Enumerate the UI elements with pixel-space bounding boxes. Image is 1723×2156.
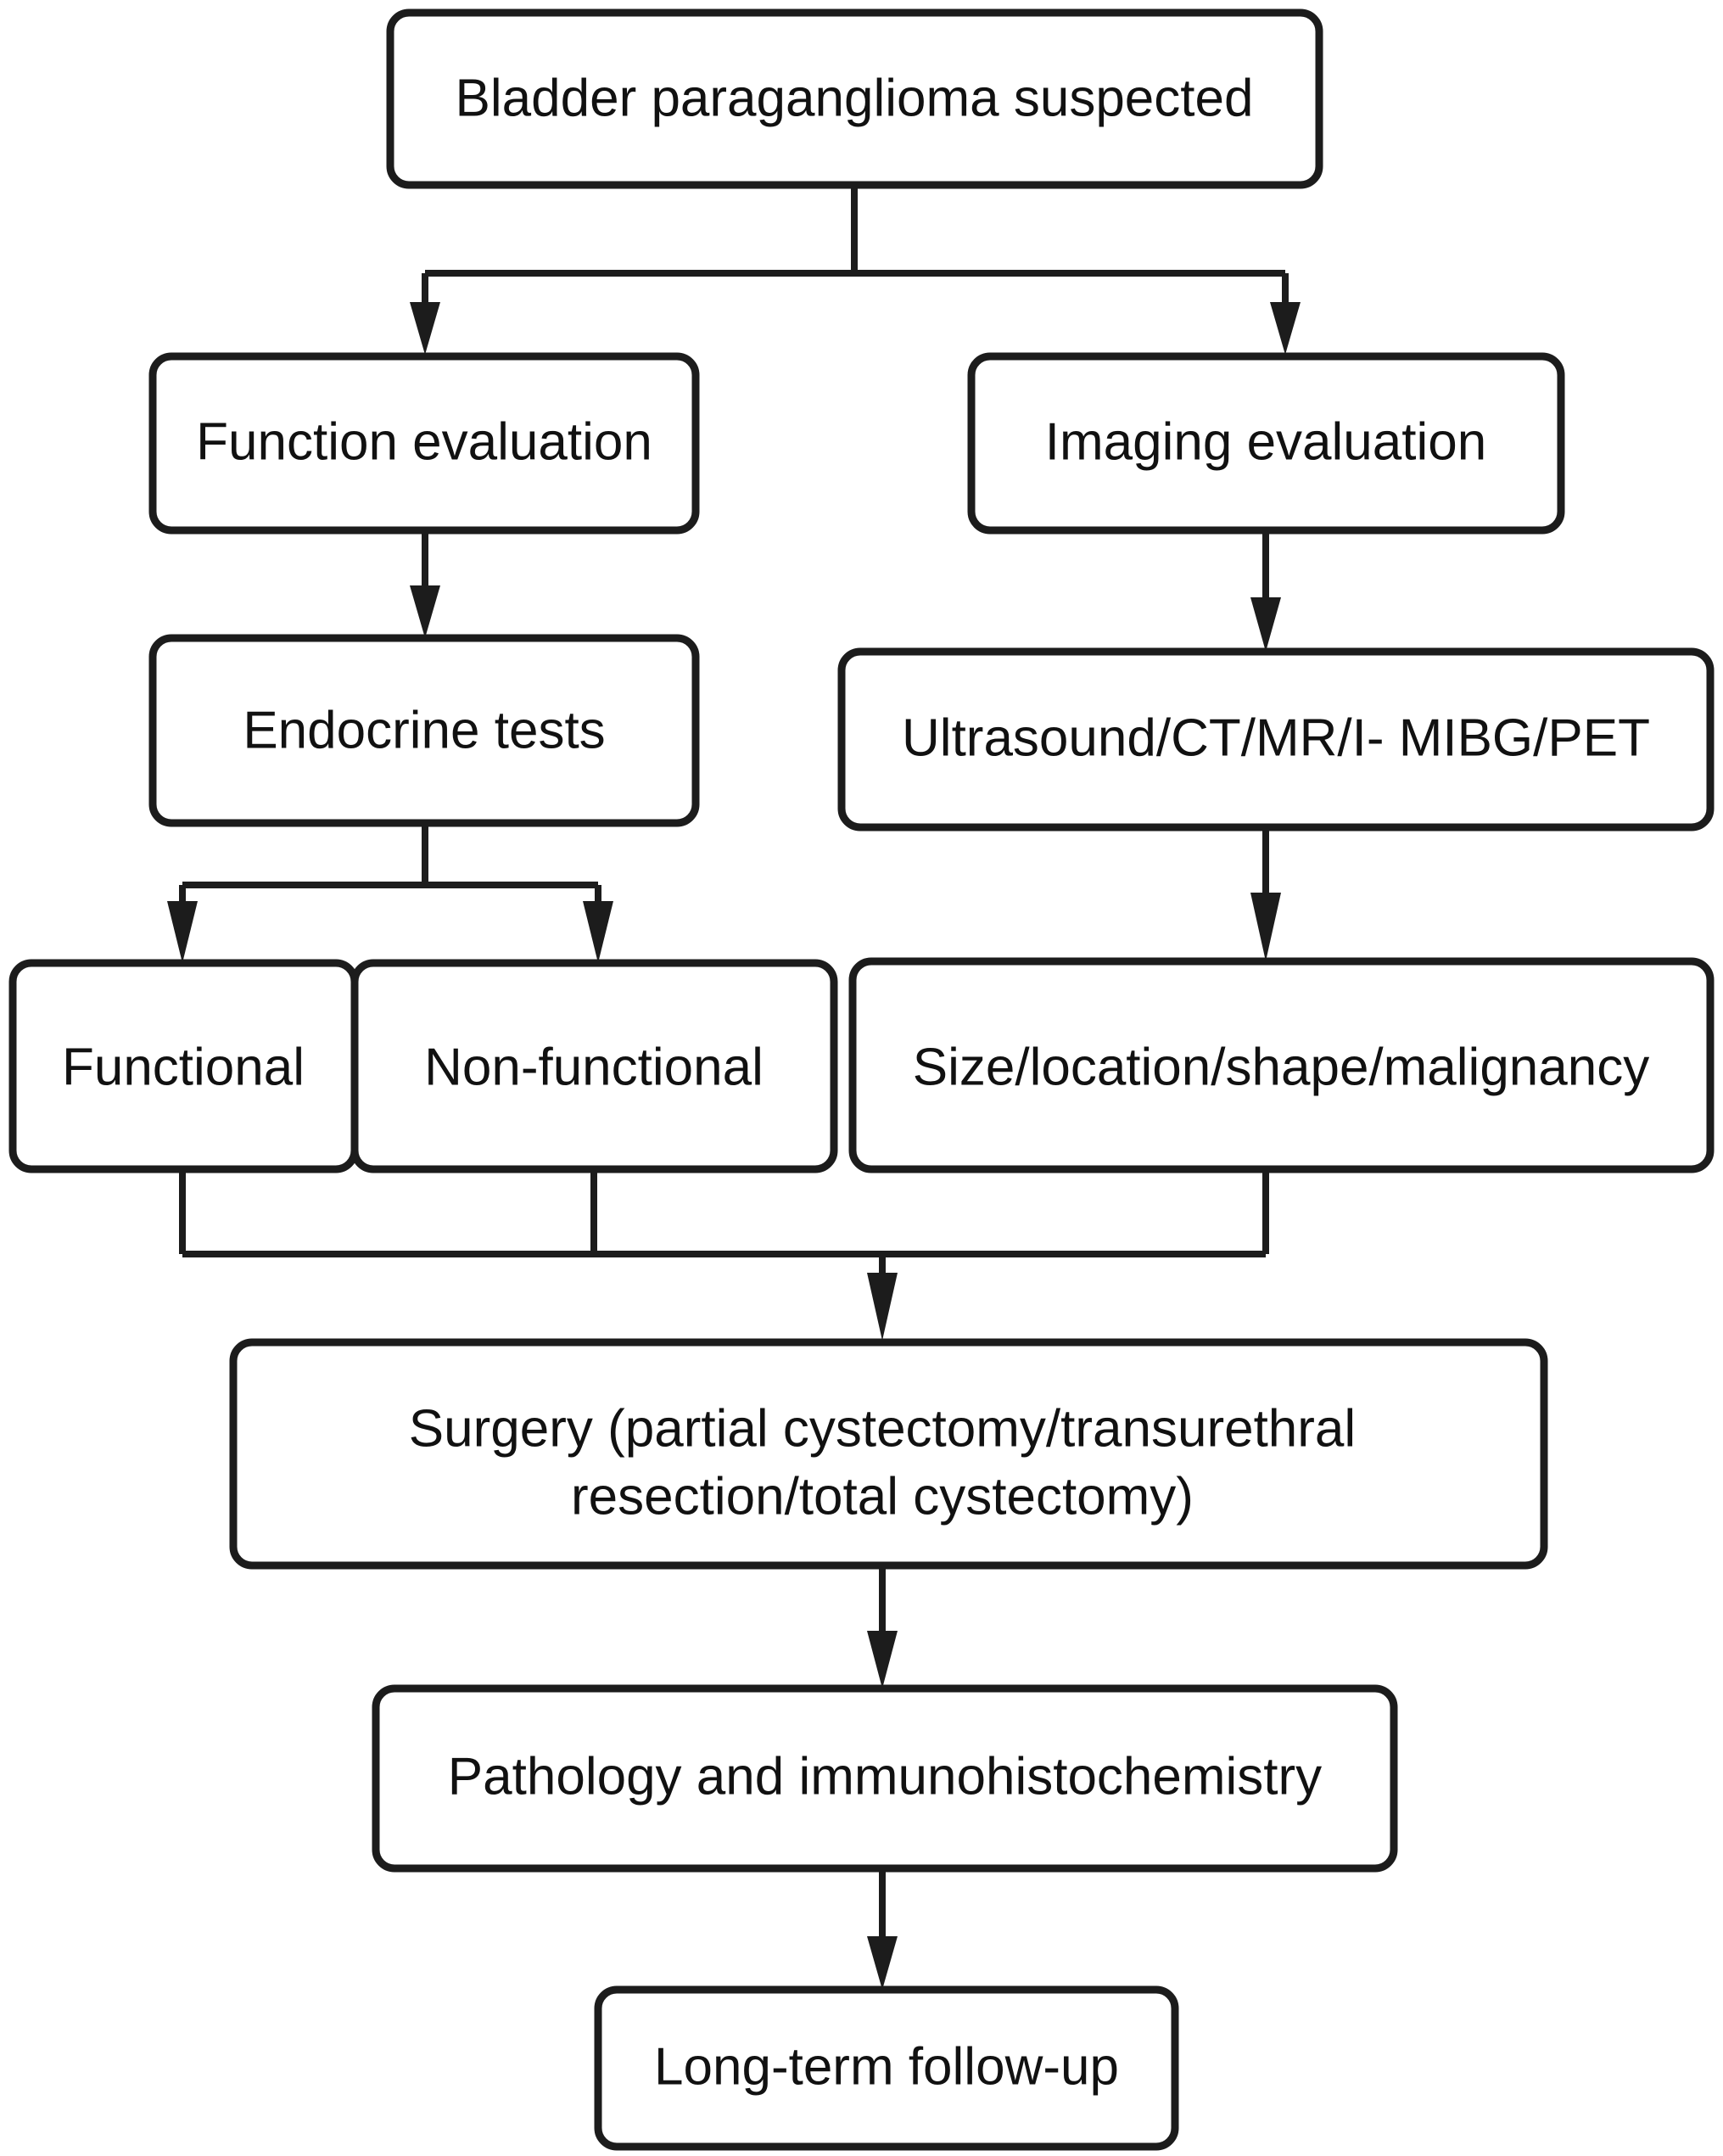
node-box: [148, 352, 700, 535]
node-non-functional[interactable]: Non-functional: [350, 959, 838, 1173]
edge-modalities-to-characteristics: [1250, 827, 1281, 961]
node-label-line-1: Surgery (partial cystectomy/transurethra…: [409, 1399, 1356, 1458]
node-pathology-immunohistochemistry[interactable]: Pathology and immunohistochemistry: [372, 1684, 1398, 1873]
node-box: [594, 1985, 1179, 2151]
node-label: Size/location/shape/malignancy: [913, 1038, 1650, 1096]
node-box: [386, 8, 1323, 189]
node-functional[interactable]: Functional: [8, 959, 359, 1173]
node-box: [148, 634, 700, 827]
node-box: [848, 957, 1715, 1173]
node-box: [837, 647, 1715, 832]
edge-suspected-to-evaluations: [410, 185, 1301, 355]
node-function-evaluation[interactable]: Function evaluation: [148, 352, 700, 535]
node-label: Non-functional: [424, 1038, 764, 1096]
node-label: Bladder paraganglioma suspected: [456, 69, 1254, 127]
edge-endocrine-to-results: [167, 823, 613, 963]
node-box: [229, 1338, 1548, 1570]
node-endocrine-tests[interactable]: Endocrine tests: [148, 634, 700, 827]
node-surgery[interactable]: Surgery (partial cystectomy/transurethra…: [229, 1338, 1548, 1570]
node-imaging-modalities[interactable]: Ultrasound/CT/MR/I- MIBG/PET: [837, 647, 1715, 832]
node-box: [967, 352, 1565, 535]
node-bladder-paraganglioma-suspected[interactable]: Bladder paraganglioma suspected: [386, 8, 1323, 189]
node-label: Function evaluation: [196, 412, 652, 471]
edge-function-to-endocrine: [410, 530, 440, 638]
edge-surgery-to-pathology: [867, 1565, 898, 1688]
node-long-term-follow-up[interactable]: Long-term follow-up: [594, 1985, 1179, 2151]
node-label: Ultrasound/CT/MR/I- MIBG/PET: [902, 708, 1650, 767]
node-label: Functional: [62, 1038, 305, 1096]
node-imaging-evaluation[interactable]: Imaging evaluation: [967, 352, 1565, 535]
node-label: Imaging evaluation: [1045, 412, 1486, 471]
node-box: [350, 959, 838, 1173]
edge-results-to-surgery: [179, 1169, 1269, 1341]
node-box: [372, 1684, 1398, 1873]
node-label: Pathology and immunohistochemistry: [448, 1747, 1322, 1806]
node-tumor-characteristics[interactable]: Size/location/shape/malignancy: [848, 957, 1715, 1173]
edge-pathology-to-followup: [867, 1867, 898, 1990]
edge-imaging-to-modalities: [1250, 530, 1281, 652]
node-label-line-2: resection/total cystectomy): [571, 1467, 1194, 1526]
node-label: Endocrine tests: [243, 701, 605, 759]
node-label: Long-term follow-up: [654, 2037, 1119, 2096]
